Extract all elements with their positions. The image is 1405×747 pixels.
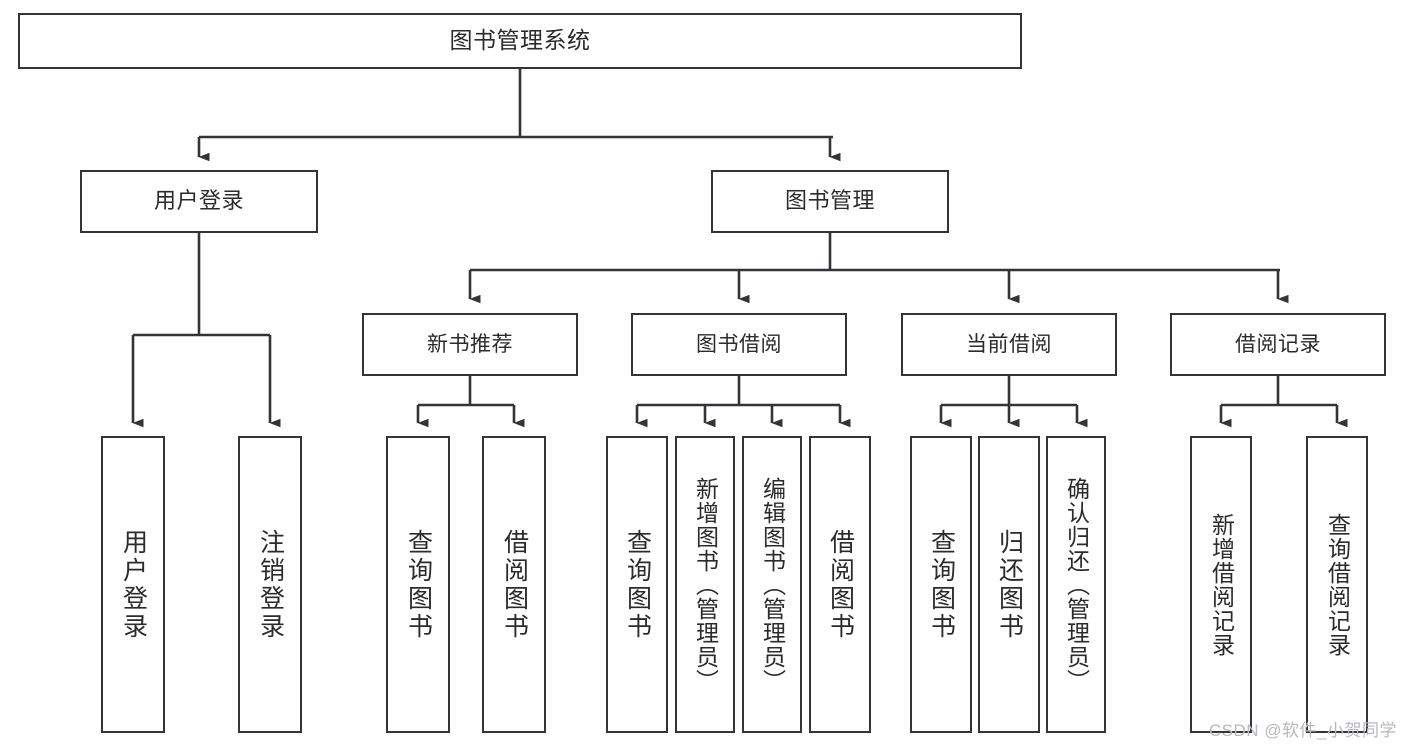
- node-label: 查询图书: [927, 528, 956, 641]
- node-label: 图书管理系统: [449, 27, 591, 54]
- node-label: 当前借阅: [966, 332, 1052, 356]
- node-label: 用户登录: [153, 188, 244, 214]
- node-label: 新书推荐: [427, 332, 513, 356]
- leaf-query-book-recommend[interactable]: 查询图书: [386, 436, 450, 733]
- leaf-borrow-book-recommend[interactable]: 借阅图书: [482, 436, 546, 733]
- node-label: 用户登录: [119, 528, 148, 641]
- node-label: 借阅记录: [1235, 332, 1321, 356]
- node-label: 查询图书: [623, 528, 652, 641]
- leaf-query-book-borrow[interactable]: 查询图书: [606, 436, 668, 733]
- node-current-borrow[interactable]: 当前借阅: [901, 313, 1117, 376]
- watermark-text: CSDN @软件_小贺同学: [1208, 721, 1397, 740]
- node-label: 借阅图书: [826, 528, 855, 641]
- leaf-query-book-current[interactable]: 查询图书: [910, 436, 972, 733]
- leaf-confirm-return-admin[interactable]: 确认归还（管理员）: [1046, 436, 1106, 733]
- node-label: 归还图书: [995, 528, 1024, 641]
- node-label: 查询借阅记录: [1324, 512, 1351, 657]
- leaf-add-book-admin[interactable]: 新增图书（管理员）: [675, 436, 735, 733]
- leaf-query-borrow-record[interactable]: 查询借阅记录: [1306, 436, 1368, 733]
- node-label: 确认归还（管理员）: [1063, 476, 1090, 693]
- node-label: 查询图书: [404, 528, 433, 641]
- node-root-system[interactable]: 图书管理系统: [18, 13, 1022, 69]
- leaf-borrow-book[interactable]: 借阅图书: [809, 436, 871, 733]
- node-new-book-recommend[interactable]: 新书推荐: [362, 313, 578, 376]
- leaf-user-login[interactable]: 用户登录: [101, 436, 165, 733]
- node-user-login[interactable]: 用户登录: [80, 170, 318, 233]
- node-label: 图书管理: [784, 188, 875, 214]
- node-label: 新增借阅记录: [1208, 512, 1235, 657]
- node-book-borrow[interactable]: 图书借阅: [631, 313, 847, 376]
- leaf-edit-book-admin[interactable]: 编辑图书（管理员）: [742, 436, 802, 733]
- node-label: 注销登录: [256, 528, 285, 641]
- node-label: 借阅图书: [500, 528, 529, 641]
- node-borrow-record[interactable]: 借阅记录: [1170, 313, 1386, 376]
- node-label: 新增图书（管理员）: [692, 476, 719, 693]
- leaf-add-borrow-record[interactable]: 新增借阅记录: [1190, 436, 1252, 733]
- node-label: 编辑图书（管理员）: [759, 476, 786, 693]
- node-book-management[interactable]: 图书管理: [711, 170, 949, 233]
- node-label: 图书借阅: [696, 332, 782, 356]
- leaf-user-logout[interactable]: 注销登录: [238, 436, 302, 733]
- leaf-return-book[interactable]: 归还图书: [978, 436, 1040, 733]
